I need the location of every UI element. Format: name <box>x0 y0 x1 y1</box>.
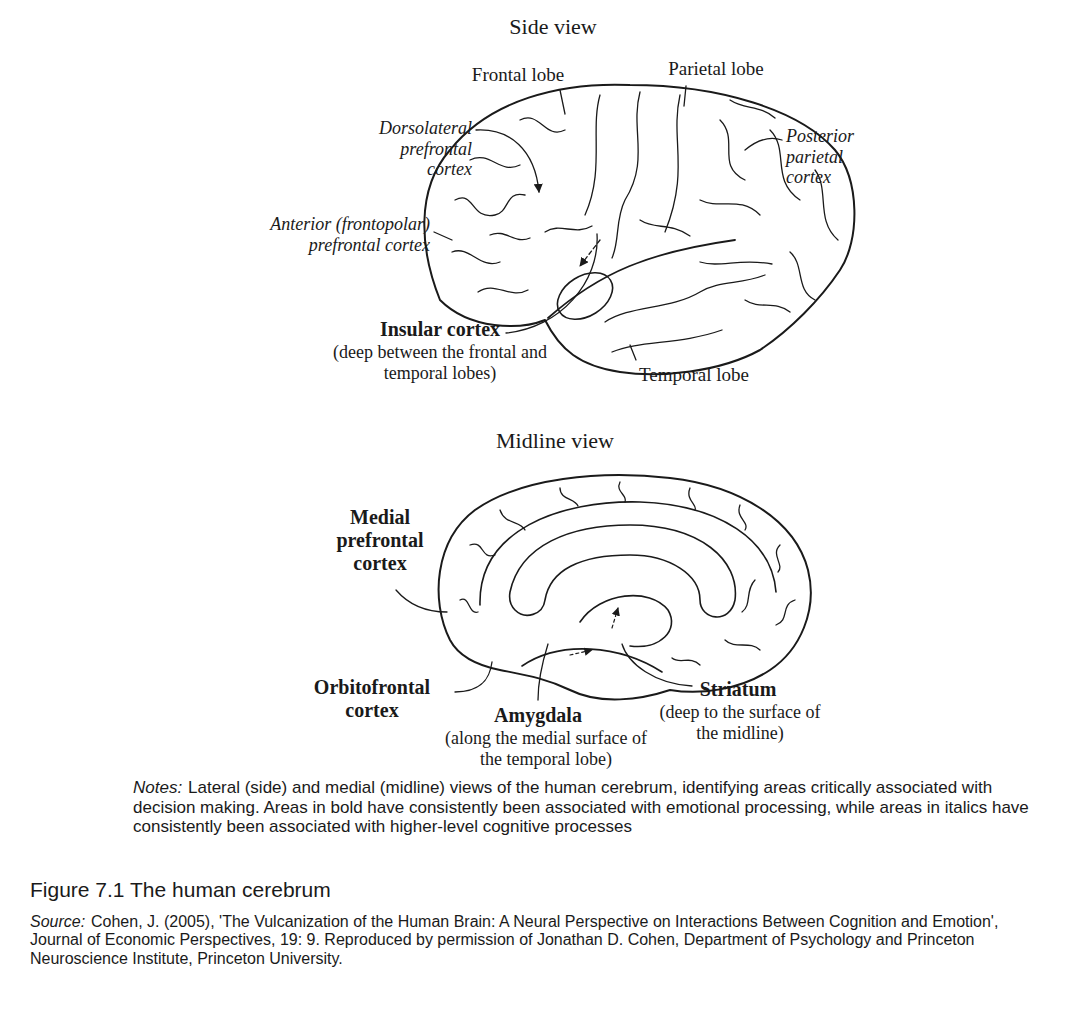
cingulate-sulcus <box>480 502 776 605</box>
lobe-label: Frontal lobe <box>448 64 588 86</box>
corpus-callosum <box>510 525 736 617</box>
emotional-region-label: Striatum <box>678 678 798 701</box>
figure-caption: Figure 7.1 The human cerebrum <box>30 878 1040 902</box>
lateral-sulcus <box>548 240 735 318</box>
emotional-region-label: Insular cortex <box>360 318 520 341</box>
notes-heading: Notes: <box>133 778 182 798</box>
gyri <box>452 92 838 352</box>
panel-heading: Midline view <box>425 428 685 453</box>
source-text: Cohen, J. (2005), 'The Vulcanization of … <box>30 913 1050 968</box>
region-note: (deep to the surface of the midline) <box>652 702 828 743</box>
thalamus <box>580 596 672 647</box>
region-arrows <box>570 608 618 655</box>
region-note: (along the medial surface of the tempora… <box>437 728 655 769</box>
panel-heading: Side view <box>433 14 673 39</box>
cognitive-region-label: Anterior (frontopolar) prefrontal cortex <box>235 214 430 255</box>
cognitive-region-label: Dorsolateral prefrontal cortex <box>360 118 472 180</box>
emotional-region-label: Orbitofrontal cortex <box>300 676 445 722</box>
notes-text: Lateral (side) and medial (midline) view… <box>133 778 1038 837</box>
source-heading: Source: <box>30 913 85 931</box>
leader-lines-medial <box>396 590 692 700</box>
lobe-label: Temporal lobe <box>614 364 774 386</box>
emotional-region-label: Amygdala <box>473 704 603 727</box>
brain-outline-medial <box>439 475 811 699</box>
emotional-region-label: Medial prefrontal cortex <box>324 506 436 575</box>
gyri-medial <box>460 482 795 665</box>
cognitive-region-label: Posterior parietal cortex <box>786 126 878 188</box>
lobe-label: Parietal lobe <box>641 58 791 80</box>
region-note: (deep between the frontal and temporal l… <box>331 342 549 383</box>
